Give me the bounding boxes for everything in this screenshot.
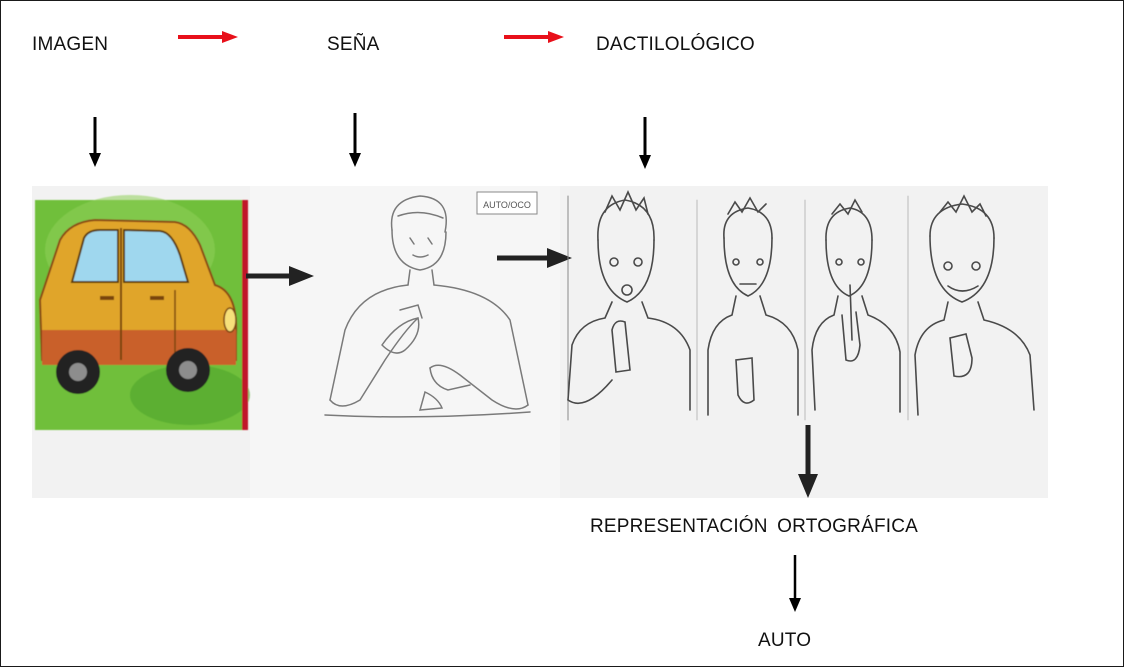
down-arrow-to-auto	[789, 555, 801, 612]
down-arrow-imagen	[89, 117, 101, 167]
word-card-text: AUTO/OCO	[483, 200, 531, 210]
sign-panel	[250, 186, 560, 498]
down-arrow-sena	[349, 113, 361, 167]
word-card: AUTO/OCO	[477, 192, 537, 214]
red-arrow-1	[178, 31, 238, 43]
red-arrow-2	[504, 31, 564, 43]
car-illustration	[35, 195, 250, 430]
down-arrow-dactilologico	[639, 117, 651, 169]
